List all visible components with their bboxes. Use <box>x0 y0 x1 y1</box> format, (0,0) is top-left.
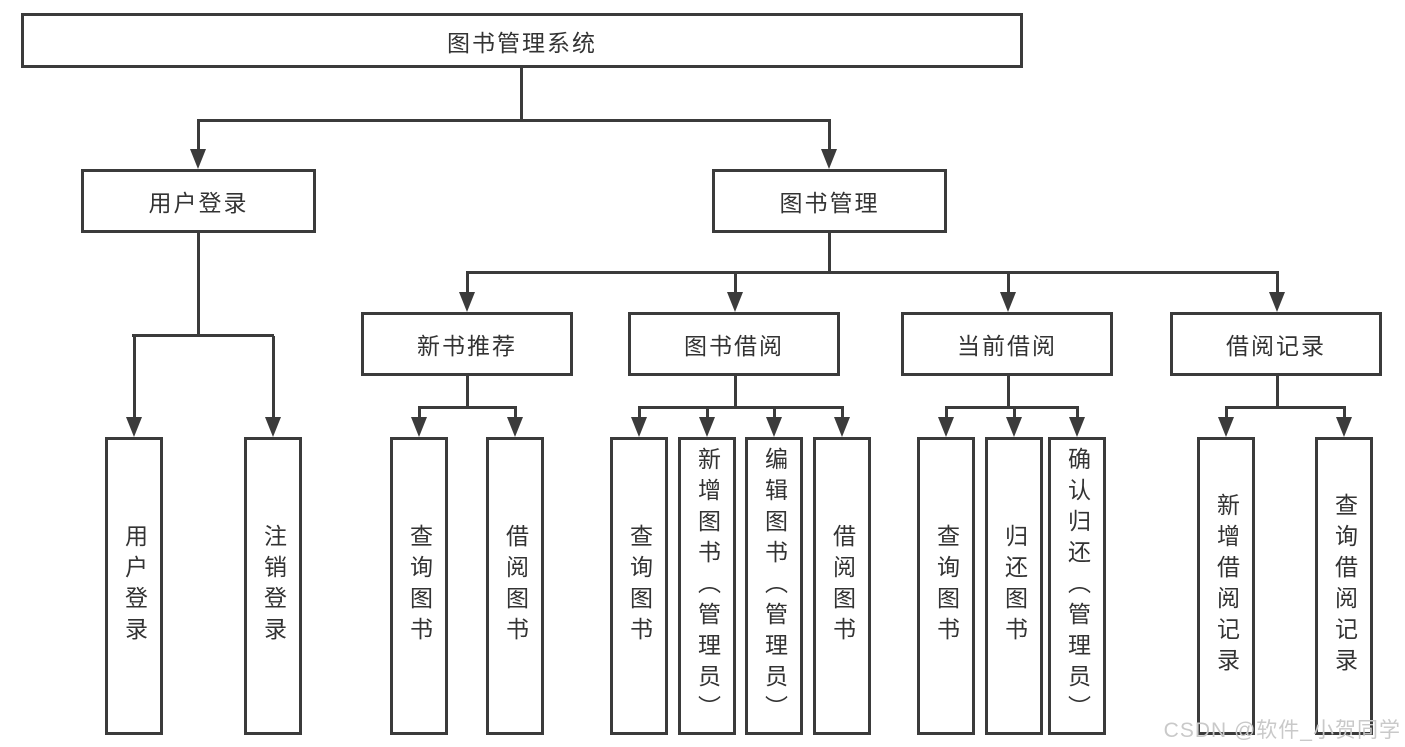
leaf-label: 新增借阅记录 <box>1213 493 1240 679</box>
leaf-label: 注销登录 <box>260 524 287 648</box>
connector-vline <box>773 408 776 418</box>
connector-vline <box>197 121 200 149</box>
node-leaf-current-query-books: 查询图书 <box>917 437 975 735</box>
arrow-down <box>1336 417 1352 437</box>
connector-vline <box>1007 273 1010 292</box>
connector-vline <box>734 376 737 408</box>
node-new-book-recommendation: 新书推荐 <box>361 312 573 376</box>
node-leaf-recommend-query-books: 查询图书 <box>390 437 448 735</box>
connector-vline <box>133 336 136 417</box>
connector-vline <box>638 408 641 418</box>
connector-vline <box>197 233 200 336</box>
node-leaf-user-login: 用户登录 <box>105 437 163 735</box>
arrow-down <box>411 417 427 437</box>
connector-hline <box>466 271 1279 274</box>
arrow-down <box>1069 417 1085 437</box>
node-leaf-records-query-record: 查询借阅记录 <box>1315 437 1373 735</box>
connector-vline <box>1013 408 1016 418</box>
connector-vline <box>1007 376 1010 408</box>
leaf-label: 借阅图书 <box>502 524 529 648</box>
arrow-down <box>459 292 475 312</box>
node-book-borrowing: 图书借阅 <box>628 312 840 376</box>
connector-vline <box>1225 408 1228 418</box>
arrow-down <box>834 417 850 437</box>
node-leaf-borrowing-edit-books-admin: 编辑图书（管理员） <box>745 437 803 735</box>
connector-hline <box>638 406 844 409</box>
leaf-label: 查询图书 <box>933 524 960 648</box>
node-leaf-records-add-record: 新增借阅记录 <box>1197 437 1255 735</box>
leaf-label: 查询图书 <box>406 524 433 648</box>
connector-vline <box>1076 408 1079 418</box>
node-current-borrowing: 当前借阅 <box>901 312 1113 376</box>
arrow-down <box>1000 292 1016 312</box>
node-leaf-recommend-borrow-books: 借阅图书 <box>486 437 544 735</box>
leaf-label: 查询图书 <box>626 524 653 648</box>
node-leaf-borrowing-borrow-books: 借阅图书 <box>813 437 871 735</box>
connector-vline <box>466 273 469 292</box>
connector-vline <box>514 408 517 418</box>
arrow-down <box>1218 417 1234 437</box>
arrow-down <box>126 417 142 437</box>
arrow-down <box>631 417 647 437</box>
arrow-down <box>699 417 715 437</box>
connector-hline <box>197 119 831 122</box>
arrow-down <box>1006 417 1022 437</box>
leaf-label: 确认归还（管理员） <box>1064 446 1091 726</box>
node-book-management: 图书管理 <box>712 169 947 233</box>
node-leaf-borrowing-add-books-admin: 新增图书（管理员） <box>678 437 736 735</box>
connector-vline <box>828 233 831 273</box>
connector-vline <box>272 336 275 417</box>
arrow-down <box>507 417 523 437</box>
connector-vline <box>841 408 844 418</box>
connector-vline <box>1276 273 1279 292</box>
connector-vline <box>1276 376 1279 408</box>
leaf-label: 用户登录 <box>121 524 148 648</box>
leaf-label: 编辑图书（管理员） <box>761 446 788 726</box>
connector-vline <box>418 408 421 418</box>
leaf-label: 查询借阅记录 <box>1331 493 1358 679</box>
arrow-down <box>190 149 206 169</box>
leaf-label: 归还图书 <box>1001 524 1028 648</box>
connector-hline <box>418 406 517 409</box>
connector-vline <box>466 376 469 408</box>
arrow-down <box>766 417 782 437</box>
arrow-down <box>265 417 281 437</box>
connector-vline <box>1343 408 1346 418</box>
leaf-label: 借阅图书 <box>829 524 856 648</box>
connector-vline <box>828 121 831 149</box>
connector-hline <box>132 334 274 337</box>
node-user-login: 用户登录 <box>81 169 316 233</box>
node-leaf-current-confirm-return-admin: 确认归还（管理员） <box>1048 437 1106 735</box>
arrow-down <box>727 292 743 312</box>
connector-hline <box>945 406 1079 409</box>
arrow-down <box>938 417 954 437</box>
connector-vline <box>520 68 523 121</box>
node-leaf-current-return-books: 归还图书 <box>985 437 1043 735</box>
arrow-down <box>1269 292 1285 312</box>
arrow-down <box>821 149 837 169</box>
node-borrowing-records: 借阅记录 <box>1170 312 1382 376</box>
connector-vline <box>706 408 709 418</box>
connector-vline <box>734 273 737 292</box>
node-leaf-logout: 注销登录 <box>244 437 302 735</box>
leaf-label: 新增图书（管理员） <box>694 446 721 726</box>
node-leaf-borrowing-query-books: 查询图书 <box>610 437 668 735</box>
node-root: 图书管理系统 <box>21 13 1023 68</box>
watermark: CSDN @软件_小贺同学 <box>1163 719 1401 742</box>
connector-vline <box>945 408 948 418</box>
connector-hline <box>1225 406 1346 409</box>
